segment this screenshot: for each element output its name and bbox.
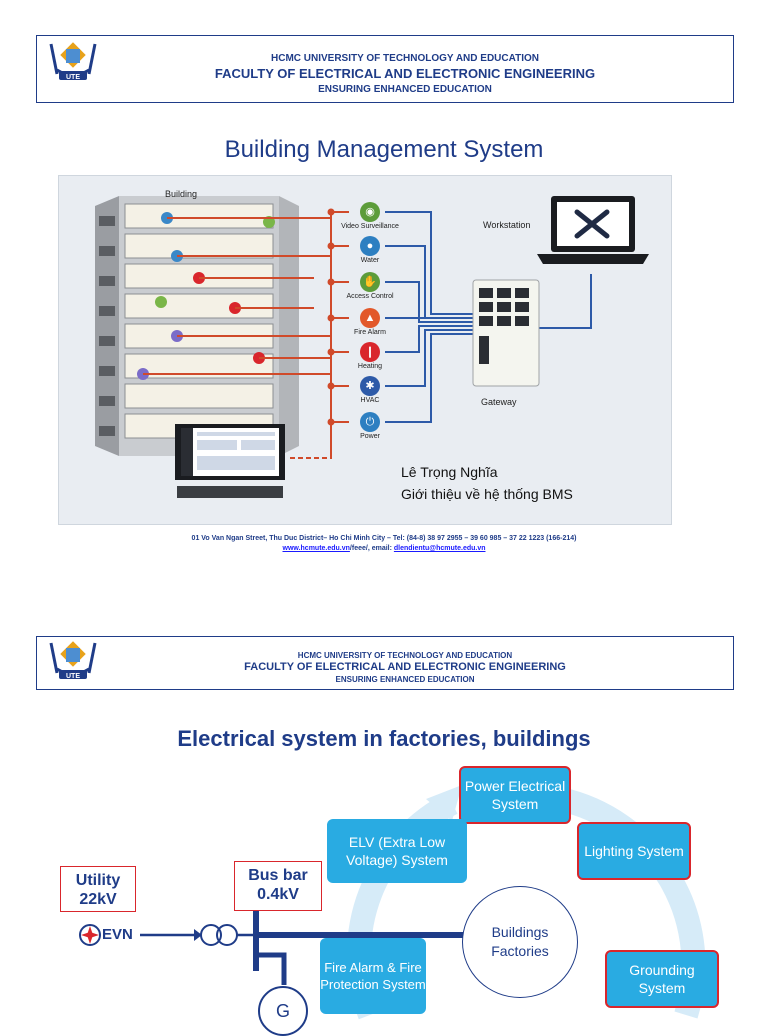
bms-diagram-graphic [95, 196, 649, 498]
building-label: Building [165, 189, 198, 199]
center-line-1: Buildings [491, 924, 549, 940]
hand-icon: ✋ [360, 272, 380, 292]
bms-diagram: ◉ Video Surveillance ● Water ✋ Access Co… [58, 175, 672, 525]
service-label: Heating [357, 363, 383, 370]
university-name: HCMC UNIVERSITY OF TECHNOLOGY AND EDUCAT… [297, 651, 513, 660]
busbar-label: Bus bar [248, 867, 308, 884]
logo-text: UTE [66, 673, 80, 680]
utility-voltage: 22kV [79, 891, 117, 908]
motto: ENSURING ENHANCED EDUCATION [335, 675, 475, 684]
utility-box: Utility 22kV [60, 866, 136, 912]
power-electrical-system-box: Power Electrical System [459, 766, 571, 824]
logo-text: UTE [66, 74, 80, 81]
gateway-label: Gateway [481, 397, 517, 407]
slide-1-header: UTE HCMC UNIVERSITY OF TECHNOLOGY AND ED… [36, 35, 734, 103]
footer-address: 01 Vo Van Ngan Street, Thu Duc District–… [191, 535, 577, 542]
center-line-2: Factories [491, 943, 549, 959]
service-hvac: ✱ HVAC [333, 376, 407, 404]
generator-symbol: G [258, 986, 308, 1036]
generator-label: G [275, 1001, 290, 1021]
service-power: ⏻ Power [333, 412, 407, 440]
faculty-name: FACULTY OF ELECTRICAL AND ELECTRONIC ENG… [214, 66, 596, 81]
utility-label: Utility [75, 872, 121, 889]
email-link[interactable]: dlendientu@hcmute.edu.vn [393, 545, 486, 552]
slide-2-header: UTE HCMC UNIVERSITY OF TECHNOLOGY AND ED… [36, 636, 734, 690]
service-video-surveillance: ◉ Video Surveillance [333, 202, 407, 230]
busbar-box: Bus bar 0.4kV [234, 861, 322, 911]
website-link[interactable]: www.hcmute.edu.vn [282, 545, 350, 552]
building-illustration [95, 196, 299, 456]
flame-icon: ▲ [360, 308, 380, 328]
footer-links: www.hcmute.edu.vn/feee/, email: dlendien… [0, 545, 768, 552]
lighting-system-box: Lighting System [577, 822, 691, 880]
fire-alarm-system-box: Fire Alarm & Fire Protection System [320, 938, 426, 1014]
author-name: Lê Trọng Nghĩa [401, 464, 498, 480]
service-label: Power [360, 433, 380, 440]
diagram-subtitle: Giới thiệu về hệ thống BMS [401, 486, 573, 502]
service-fire-alarm: ▲ Fire Alarm [333, 308, 407, 336]
university-name: HCMC UNIVERSITY OF TECHNOLOGY AND EDUCAT… [271, 53, 539, 64]
university-logo: UTE [49, 42, 97, 81]
service-heating: ❙ Heating [333, 342, 407, 370]
water-drop-icon: ● [360, 236, 380, 256]
workstation-label: Workstation [483, 220, 531, 230]
service-label: Access Control [346, 293, 394, 300]
slide-1-title: Building Management System [224, 136, 544, 163]
power-icon: ⏻ [360, 412, 380, 432]
snowflake-icon: ✱ [360, 376, 380, 396]
buildings-factories-circle: Buildings Factories [462, 886, 578, 998]
website-suffix: /feee/, email: [349, 545, 394, 552]
service-water: ● Water [333, 236, 407, 264]
bms-monitor [175, 424, 285, 498]
slide-2-title: Electrical system in factories, building… [177, 726, 591, 751]
grounding-system-box: Grounding System [605, 950, 719, 1008]
service-label: Fire Alarm [354, 329, 386, 336]
busbar-voltage: 0.4kV [257, 886, 299, 903]
thermometer-icon: ❙ [360, 342, 380, 362]
evn-label: EVN [102, 926, 133, 943]
service-label: Video Surveillance [341, 223, 399, 230]
faculty-name: FACULTY OF ELECTRICAL AND ELECTRONIC ENG… [244, 661, 566, 673]
camera-icon: ◉ [360, 202, 380, 222]
service-label: HVAC [360, 397, 380, 404]
motto: ENSURING ENHANCED EDUCATION [318, 84, 492, 95]
service-label: Water [360, 257, 380, 264]
workstation-laptop [537, 196, 649, 264]
elv-system-box: ELV (Extra Low Voltage) System [327, 819, 467, 883]
gateway-device [472, 279, 540, 387]
service-access-control: ✋ Access Control [333, 272, 407, 300]
university-logo: UTE [49, 641, 97, 680]
